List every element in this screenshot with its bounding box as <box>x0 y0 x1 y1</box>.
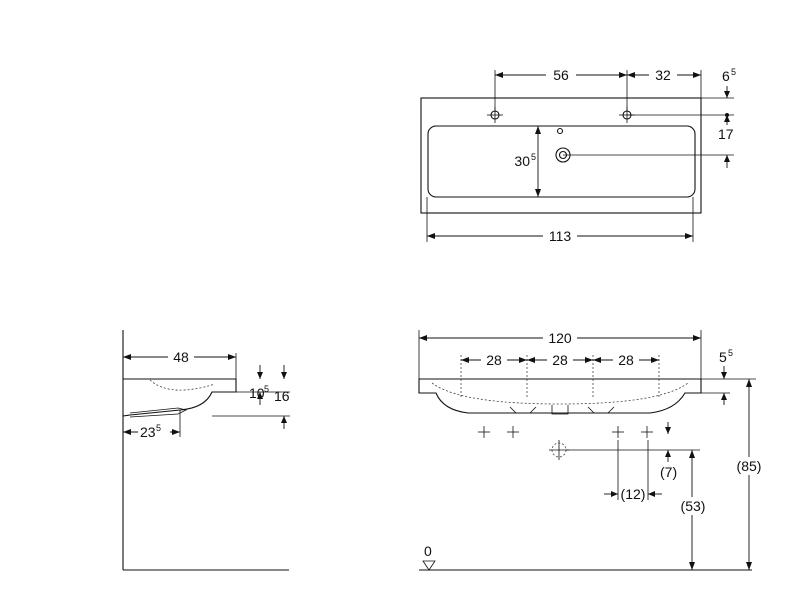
dim-bowl-depth: 30 <box>514 153 530 169</box>
floor-level-triangle <box>422 560 436 571</box>
basin-profile-front <box>418 378 702 414</box>
dim-drain-offset: 23 <box>140 424 156 440</box>
basin-outline-top <box>420 97 702 214</box>
dim-width: 120 <box>548 330 572 346</box>
fixing-point-1 <box>478 426 490 438</box>
dim-tap-to-overflow: 17 <box>718 126 734 142</box>
side-view: 48 10 5 16 23 5 <box>122 330 290 571</box>
dim-tap-to-edge: 32 <box>655 67 671 83</box>
dim-mount-height: (85) <box>737 458 762 474</box>
fixing-point-4 <box>641 426 653 438</box>
dim-drain-height: (7) <box>660 464 677 480</box>
bowl-outline-top <box>427 125 696 198</box>
fixing-point-2 <box>507 426 519 438</box>
tap-hole-right <box>619 107 635 123</box>
dim-waste-height: (53) <box>681 498 706 514</box>
tap-hole-left <box>487 107 503 123</box>
basin-profile-side <box>122 378 237 417</box>
dim-drain-spacing: (12) <box>621 486 646 502</box>
overflow-hole <box>556 127 564 135</box>
dim-tap-spacing: 56 <box>553 67 569 83</box>
fixing-point-3 <box>612 426 624 438</box>
dim-height: 10 <box>249 385 265 401</box>
dim-edge-to-tap: 6 <box>722 68 730 84</box>
dim-bowl-depth-sup: 5 <box>531 152 536 162</box>
drain-outlet-top <box>555 147 571 163</box>
dim-spacing-3: 28 <box>618 352 634 368</box>
dim-spacing-1: 28 <box>486 352 502 368</box>
waste-outlet-crosshair <box>549 440 569 460</box>
dim-height-sup: 5 <box>264 384 269 394</box>
front-view: 0 120 28 28 28 5 5 (7) <box>418 329 764 571</box>
dim-spacing-2: 28 <box>552 352 568 368</box>
dim-total-height: 16 <box>274 388 290 404</box>
top-view: 56 32 6 5 17 30 5 113 <box>420 66 736 245</box>
dim-depth: 48 <box>173 349 189 365</box>
floor-level-label: 0 <box>424 543 432 559</box>
dim-edge-to-tap-sup: 5 <box>731 67 736 77</box>
dim-bowl-width: 113 <box>549 228 572 244</box>
dim-drain-offset-sup: 5 <box>156 423 161 433</box>
dim-rim: 5 <box>719 349 727 365</box>
dim-rim-sup: 5 <box>728 348 733 358</box>
